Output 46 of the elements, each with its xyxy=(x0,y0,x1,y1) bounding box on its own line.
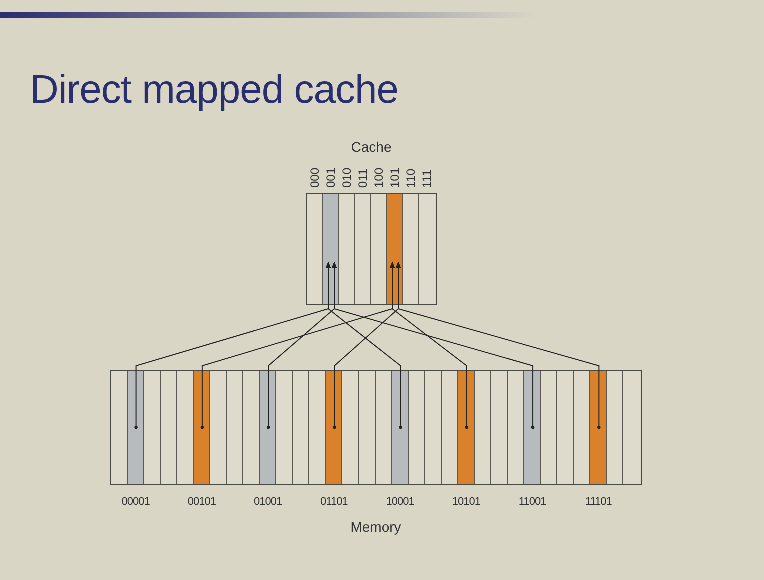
memory-block-cell xyxy=(309,371,326,484)
cache-index-label: 001 xyxy=(325,168,337,188)
memory-address-label: 10101 xyxy=(452,496,480,508)
memory-block-cell xyxy=(243,371,260,484)
cache-index-label: 010 xyxy=(341,168,353,188)
memory-address-label: 01101 xyxy=(320,496,348,508)
memory-block-cell xyxy=(376,371,392,484)
cache-index-label: 011 xyxy=(357,168,369,188)
memory-block-cell xyxy=(491,371,508,484)
cache-index-label: 110 xyxy=(405,168,417,188)
slide-title: Direct mapped cache xyxy=(30,68,398,113)
memory-address-label: 01001 xyxy=(254,496,282,508)
memory-block-cell xyxy=(442,371,458,484)
memory-block-cell xyxy=(425,371,442,484)
memory-address-label: 10001 xyxy=(386,496,414,508)
memory-address-label: 00001 xyxy=(122,496,150,508)
cache-index-label: 101 xyxy=(389,168,401,188)
memory-block-cell xyxy=(358,371,376,484)
memory-block-cell xyxy=(508,371,524,484)
memory-block-cell xyxy=(292,371,310,484)
memory-block-cell xyxy=(276,371,293,484)
arrow xyxy=(390,262,469,430)
block-heading: Cache xyxy=(351,139,392,155)
memory-block-cell xyxy=(540,371,558,484)
memory-block-cell xyxy=(342,371,359,484)
memory-block-cell xyxy=(226,371,244,484)
cache-index-label: 111 xyxy=(421,170,433,188)
memory-block-cell xyxy=(111,371,128,484)
cache-index-label: 000 xyxy=(309,168,321,188)
memory-block-cell xyxy=(606,371,624,484)
memory-address-label: 00101 xyxy=(188,496,216,508)
arrow xyxy=(332,262,535,430)
memory-block-cell xyxy=(474,371,492,484)
memory-block-cell xyxy=(408,371,426,484)
memory-address-label: 11101 xyxy=(585,496,612,508)
memory-block-cell xyxy=(623,371,640,484)
memory-block-cell xyxy=(177,371,194,484)
memory-block-cell xyxy=(557,371,574,484)
memory-block-cell xyxy=(144,371,161,484)
memory-block-cell xyxy=(210,371,227,484)
memory-address-label: 11001 xyxy=(518,496,546,508)
cache-index-label: 100 xyxy=(373,168,385,188)
memory-block-cell xyxy=(160,371,178,484)
memory-block-cell xyxy=(574,371,590,484)
block-heading: Memory xyxy=(350,519,402,535)
arrow xyxy=(396,262,601,430)
